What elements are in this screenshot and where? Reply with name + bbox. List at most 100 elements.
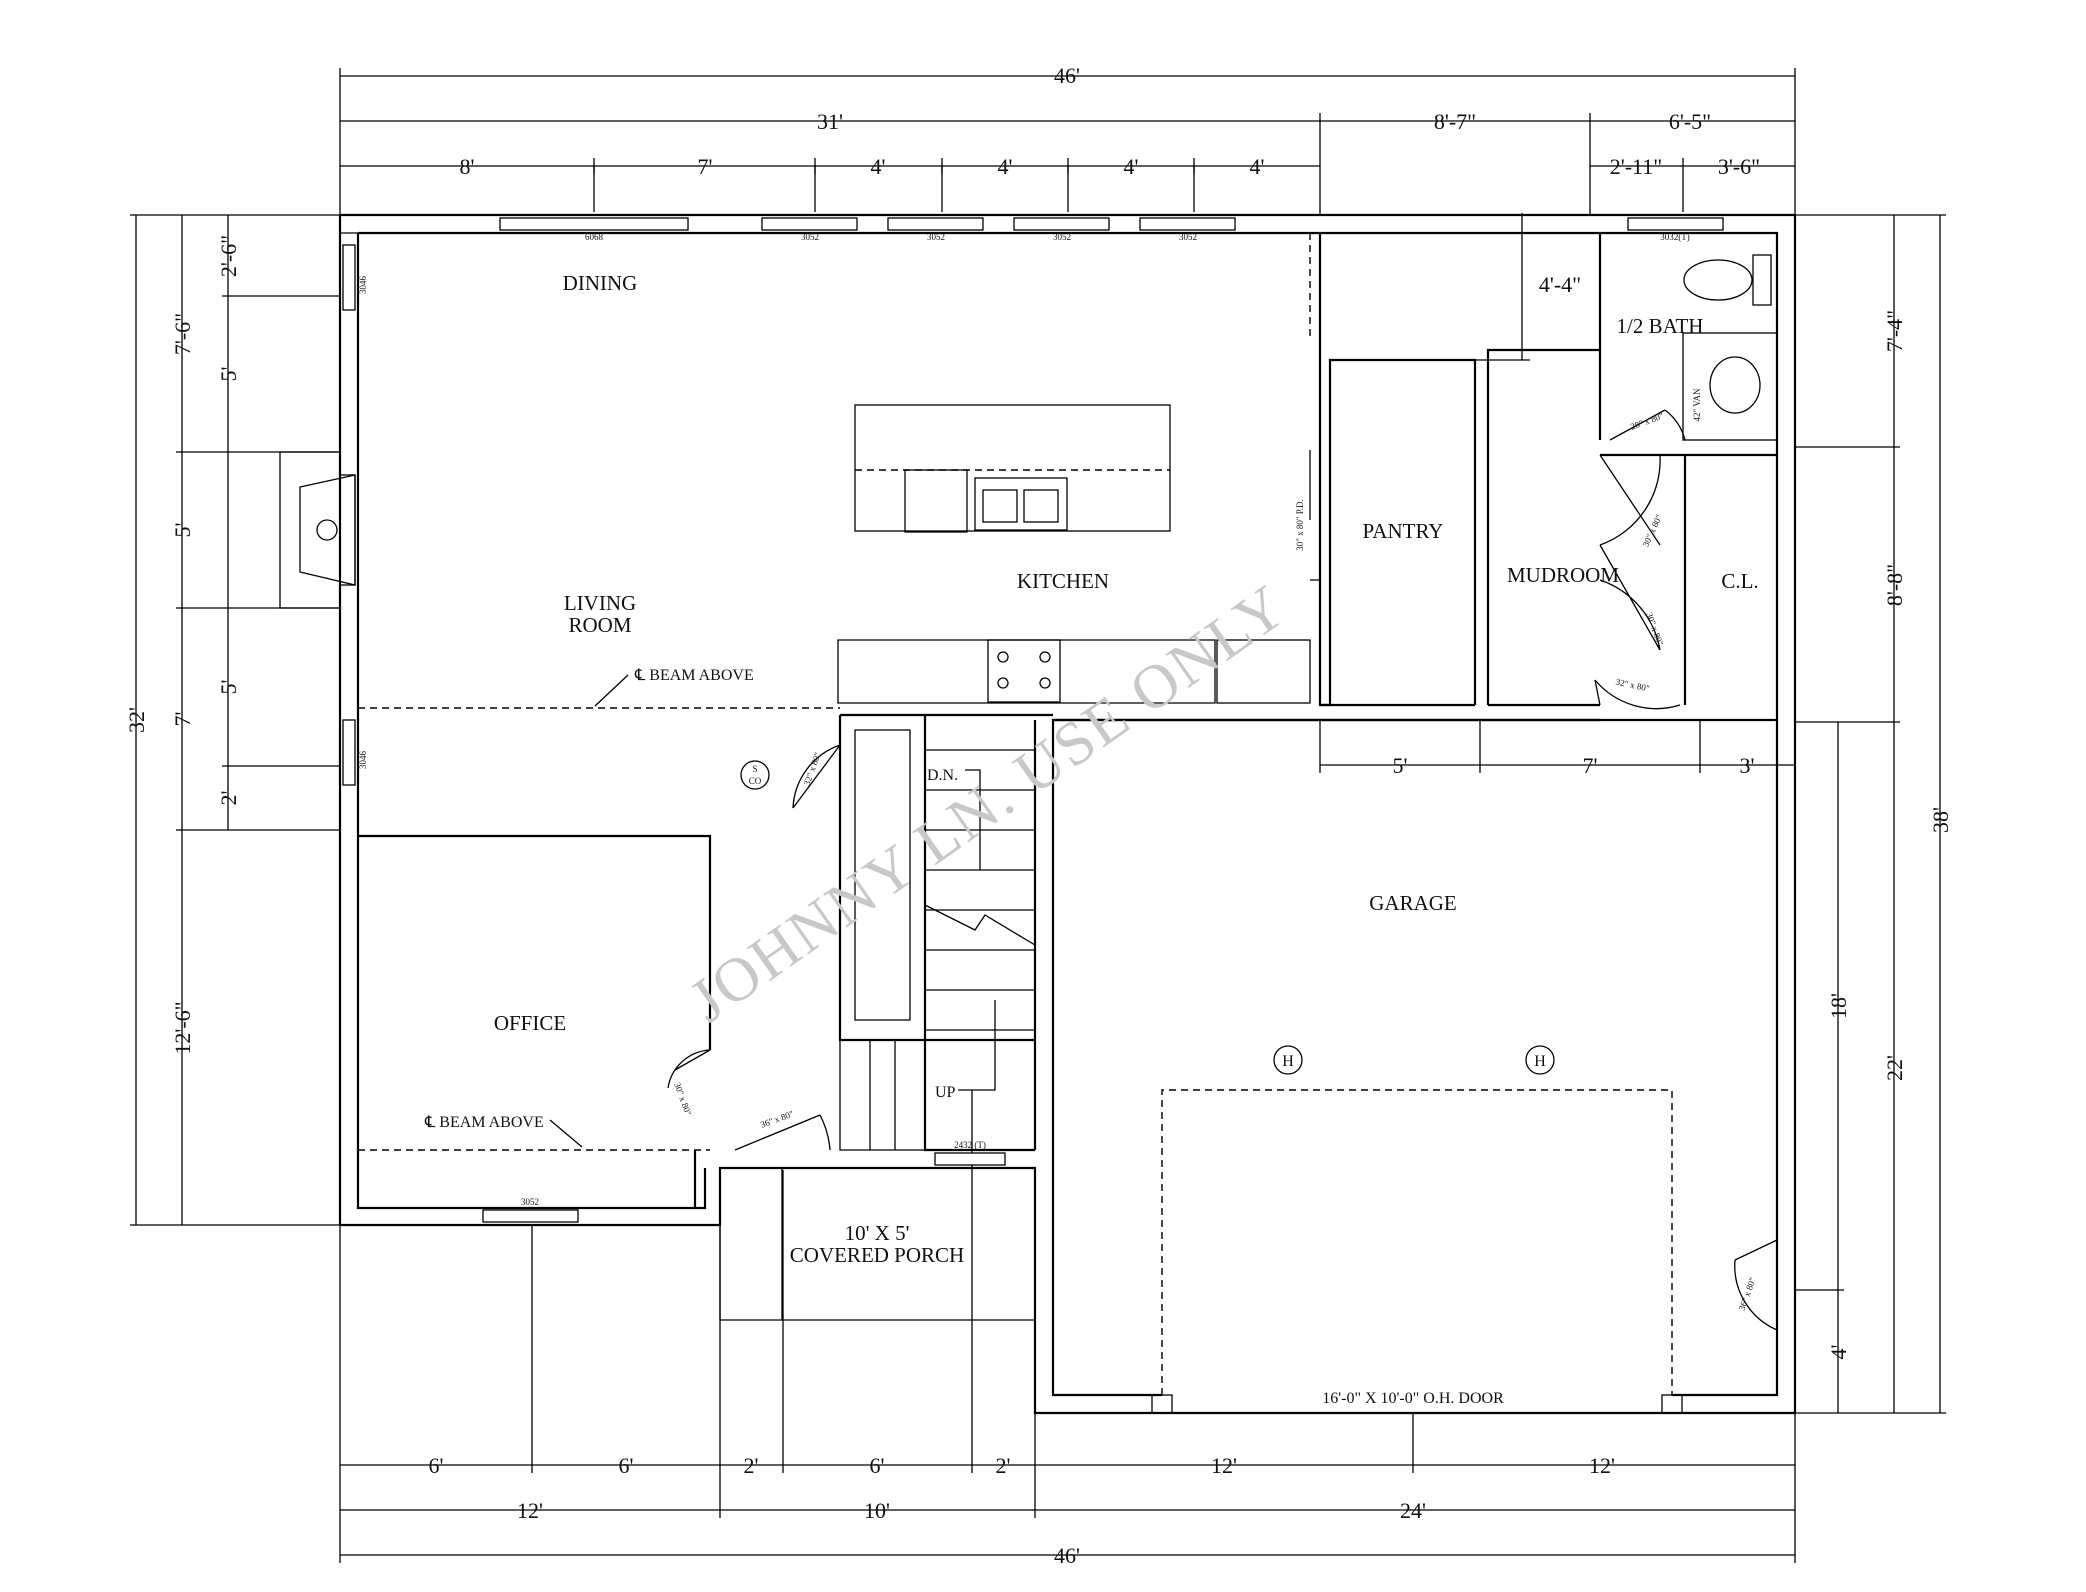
dim-top-overall: 46' (1054, 63, 1080, 88)
dim-top-c: 6'-5" (1669, 109, 1711, 134)
base-cabinet (1216, 639, 1311, 704)
note-cleanout-s: S (752, 764, 757, 774)
dim-top-b: 8'-7" (1434, 109, 1476, 134)
note-door-closet: 30" x 80" (1640, 513, 1664, 549)
label-window-2432t: 2432 (T) (954, 1140, 986, 1150)
dim-top-e1: 2'-11" (1610, 154, 1662, 179)
window-3032t (1627, 217, 1724, 231)
dim-garage-top-3: 3' (1740, 753, 1755, 778)
note-beam-above-office: ℄ BEAM ABOVE (424, 1114, 544, 1131)
label-pantry: PANTRY (1363, 519, 1444, 543)
note-beam-above-living: ℄ BEAM ABOVE (634, 667, 754, 684)
label-porch-2: COVERED PORCH (790, 1243, 964, 1267)
vanity (1682, 332, 1778, 441)
dim-bot-a7: 12' (1589, 1453, 1615, 1478)
dim-right-overall: 38' (1928, 807, 1953, 833)
label-living-2: ROOM (568, 613, 631, 637)
interior-walls (279, 233, 1777, 1321)
kitchen-sink (974, 477, 1068, 531)
dim-top-d1: 8' (460, 154, 475, 179)
dim-bot-a5: 2' (996, 1453, 1011, 1478)
dim-bot-a6: 12' (1211, 1453, 1237, 1478)
dim-bot-b2: 10' (864, 1498, 890, 1523)
dimensions-right: 38' 7'-4" 8'-8" 22' 18' 4' (1795, 214, 1953, 1414)
half-bath-fixtures (1682, 254, 1778, 441)
label-window-3046-2: 3046 (358, 751, 368, 770)
label-dining: DINING (563, 271, 638, 295)
dishwasher (904, 469, 968, 533)
dim-top-d2: 7' (698, 154, 713, 179)
dim-bot-b3: 24' (1400, 1498, 1426, 1523)
dim-left-a1: 7'-6" (170, 313, 195, 355)
dimensions-left: 32' 7'-6" 5' 7' 12'-6" 2'-6" 5' 5' 2' (124, 214, 340, 1226)
dim-right-b1: 18' (1826, 993, 1851, 1019)
dim-left-b2: 5' (216, 366, 241, 381)
note-door-bath: 28" x 80" (1629, 410, 1665, 431)
range (987, 639, 1061, 703)
dim-pantry-depth: 4'-4" (1539, 272, 1581, 297)
dimensions-bottom: 6' 6' 2' 6' 2' 12' 12' 12' 10' 24' 46' (339, 1090, 1796, 1568)
dim-left-a2: 5' (170, 522, 195, 537)
dim-garage-top-2: 7' (1583, 753, 1598, 778)
note-stair-down: D.N. (927, 767, 958, 784)
kitchen-fixtures (837, 233, 1321, 705)
kitchen-counter (837, 639, 1216, 704)
note-door-office: 30" x 80" (672, 1081, 693, 1117)
label-window-3052-2: 3052 (927, 232, 945, 242)
cleanout-marker (740, 760, 770, 790)
window-3052-1 (761, 217, 858, 231)
window-3046-1 (342, 244, 356, 311)
garage-door (740, 760, 1683, 1414)
doors (667, 409, 1778, 1331)
dim-garage-top-1: 5' (1393, 753, 1408, 778)
toilet (1683, 259, 1753, 301)
label-mudroom: MUDROOM (1507, 563, 1619, 587)
label-office: OFFICE (494, 1011, 566, 1035)
dim-left-b3: 5' (216, 679, 241, 694)
room-labels: DINING LIVING ROOM KITCHEN PANTRY MUDROO… (494, 271, 1759, 1267)
beams (358, 674, 840, 1151)
label-window-3032t: 3032(T) (1660, 232, 1690, 242)
dim-left-a4: 12'-6" (170, 1001, 195, 1054)
dim-top-d3: 4' (871, 154, 886, 179)
dimensions-top: 46' 31' 8'-7" 6'-5" 8' 7' 4' 4' 4' 4' 2'… (339, 63, 1796, 220)
dim-right-a1: 7'-4" (1882, 310, 1907, 352)
note-vanity: 42" VAN (1692, 388, 1702, 422)
dim-bot-a3: 2' (744, 1453, 759, 1478)
label-kitchen: KITCHEN (1017, 569, 1109, 593)
note-door-pantry: 32" x 80" (802, 751, 823, 787)
dim-left-b1: 2'-6" (216, 235, 241, 277)
annotations: ℄ BEAM ABOVE ℄ BEAM ABOVE D.N. UP S CO H… (424, 388, 1758, 1407)
note-hose-bib-2: H (1534, 1053, 1546, 1070)
note-door-side: 36" x 80" (1737, 1276, 1758, 1312)
note-hose-bib-1: H (1282, 1053, 1294, 1070)
label-porch-1: 10' X 5' (845, 1221, 910, 1245)
label-garage: GARAGE (1369, 891, 1457, 915)
dim-top-d5: 4' (1124, 154, 1139, 179)
dim-bot-b1: 12' (517, 1498, 543, 1523)
label-window-3052-1: 3052 (801, 232, 819, 242)
dim-top-d6: 4' (1250, 154, 1265, 179)
label-window-3046-1: 3046 (358, 276, 368, 295)
note-door-entry: 36" x 80" (759, 1108, 795, 1129)
label-window-3052-4: 3052 (1179, 232, 1197, 242)
dim-top-a: 31' (817, 109, 843, 134)
dim-right-a2: 8'-8" (1882, 564, 1907, 606)
label-living-1: LIVING (564, 591, 636, 615)
dim-bot-a2: 6' (619, 1453, 634, 1478)
window-3052-office (482, 1209, 579, 1223)
dim-left-b4: 2' (216, 790, 241, 805)
kitchen-island (854, 404, 1171, 532)
dim-bot-a4: 6' (870, 1453, 885, 1478)
dim-left-overall: 32' (124, 707, 149, 733)
note-pantry-door: 30" x 80" P.D. (1295, 499, 1305, 551)
dim-top-e2: 3'-6" (1718, 154, 1760, 179)
exterior-walls (338, 213, 1797, 1415)
window-3052-2 (887, 217, 984, 231)
note-door-garage: 32" x 80" (1615, 677, 1651, 694)
dim-bot-overall: 46' (1054, 1543, 1080, 1568)
dim-right-a3: 22' (1882, 1055, 1907, 1081)
dim-right-b2: 4' (1826, 1344, 1851, 1359)
windows: 6068 3052 3052 3052 3052 3032(T) 3046 30… (342, 217, 1724, 1223)
